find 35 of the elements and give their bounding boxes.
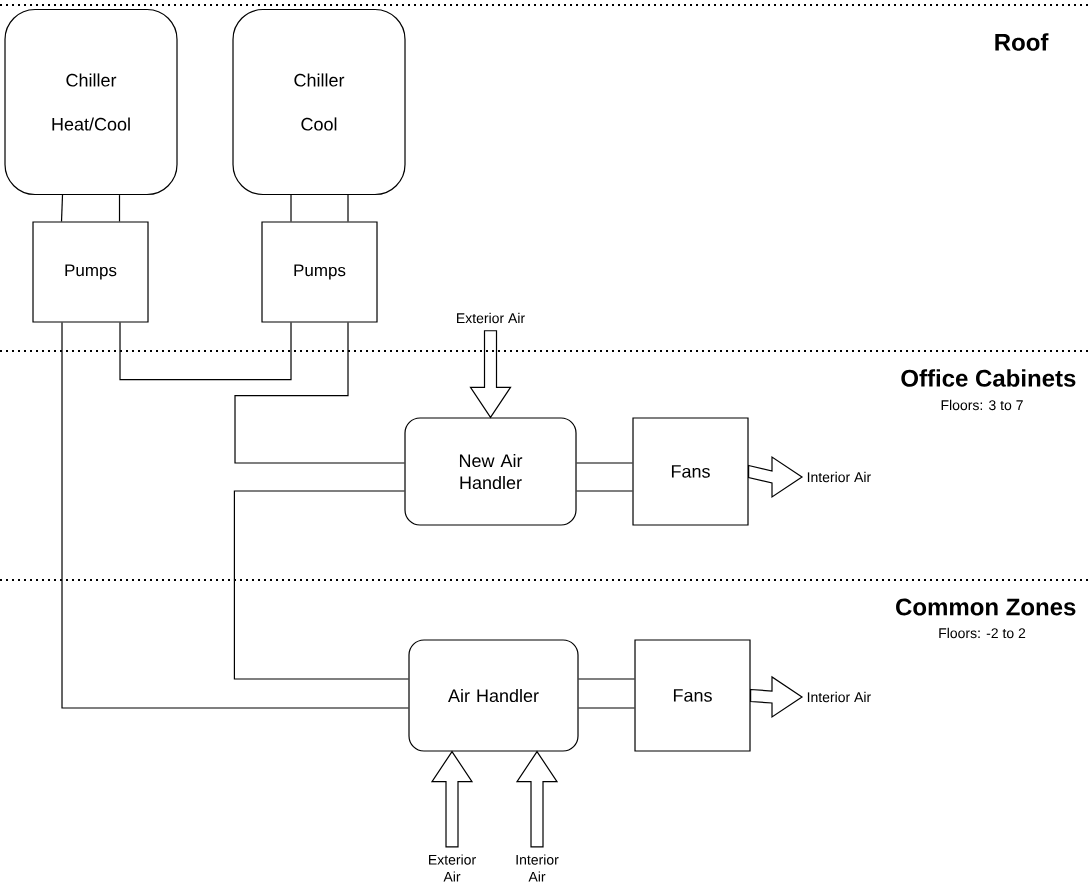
pump-box: Pumps <box>261 221 378 323</box>
block-arrow <box>515 750 559 848</box>
pipe-line <box>60 194 64 222</box>
fan-box: Fans <box>632 417 749 526</box>
pipe-line <box>576 490 633 492</box>
air-handler-box: Air Handler <box>408 639 579 752</box>
pipe-line <box>578 707 635 709</box>
pipe-line <box>119 322 292 381</box>
air-label: Exterior Air <box>457 312 525 324</box>
block-arrow <box>430 750 474 848</box>
block-arrow <box>750 675 804 719</box>
air-label: Interior Air <box>807 471 871 483</box>
section-heading: Office Cabinets <box>901 369 1076 387</box>
pipe-line <box>233 490 409 680</box>
pipe-line <box>118 194 121 222</box>
chiller-box: Chiller Cool <box>232 8 406 196</box>
fan-box: Fans <box>634 639 751 752</box>
floor-range-label: Floors: -2 to 2 <box>939 627 1026 639</box>
air-label: Exterior Air <box>429 854 476 882</box>
pipe-line <box>347 194 349 222</box>
block-arrow <box>748 455 804 499</box>
section-heading: Roof <box>995 33 1049 51</box>
pipe-line <box>234 322 405 464</box>
pipe-line <box>290 194 292 222</box>
pipe-line <box>61 322 409 709</box>
air-label: Interior Air <box>516 854 559 882</box>
chiller-box: Chiller Heat/Cool <box>4 8 178 196</box>
pipe-line <box>578 678 635 680</box>
pump-box: Pumps <box>32 221 149 323</box>
floor-range-label: Floors: 3 to 7 <box>941 399 1023 411</box>
air-label: Interior Air <box>807 691 871 703</box>
block-arrow <box>469 330 512 419</box>
air-handler-box: New Air Handler <box>404 417 577 526</box>
section-heading: Common Zones <box>896 598 1076 616</box>
pipe-line <box>576 462 633 464</box>
